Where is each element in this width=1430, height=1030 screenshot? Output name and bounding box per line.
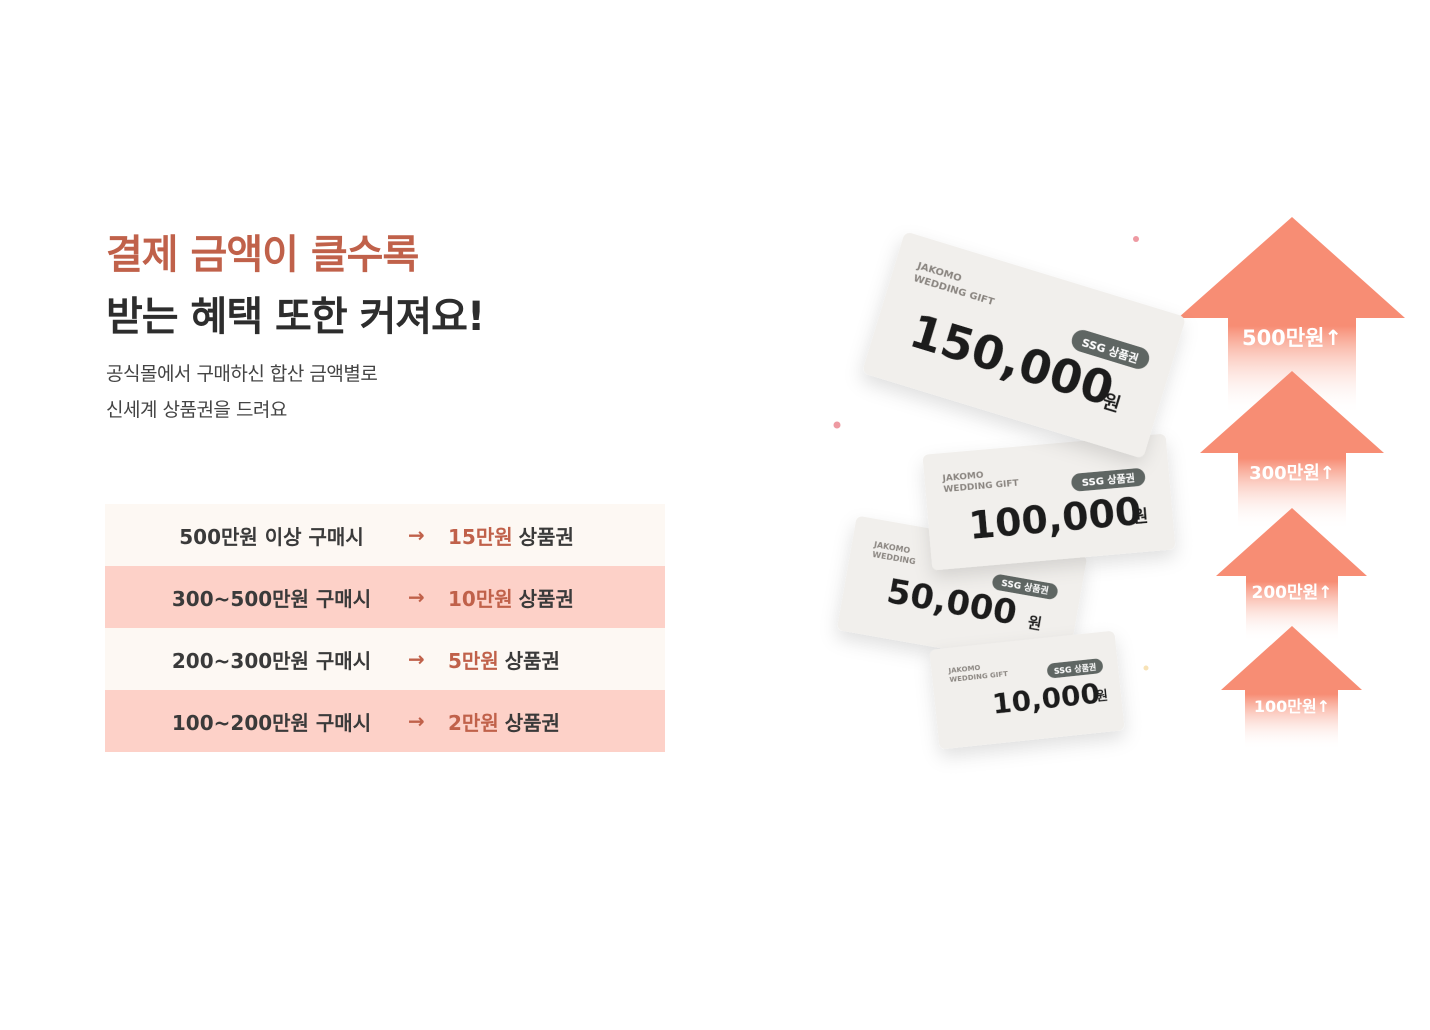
tier-amount: 15만원 bbox=[448, 524, 513, 549]
arrow-label: 300만원↑ bbox=[1249, 463, 1335, 484]
decor-dot bbox=[833, 421, 841, 429]
growth-arrow-300: 300만원↑ bbox=[1200, 371, 1384, 530]
tier-amount: 2만원 bbox=[448, 710, 499, 735]
description-line-2: 신세계 상품권을 드려요 bbox=[106, 399, 287, 421]
card-brand: JAKOMO bbox=[947, 664, 981, 675]
tier-condition: 100~200만원 구매시 bbox=[171, 710, 372, 735]
tier-reward-label: 상품권 bbox=[504, 710, 560, 735]
gift-card-100000: JAKOMO WEDDING GIFT SSG 상품권 100,000 원 bbox=[922, 434, 1176, 570]
tier-condition: 200~300만원 구매시 bbox=[171, 648, 372, 673]
description: 공식몰에서 구매하신 합산 금액별로 신세계 상품권을 드려요 bbox=[106, 356, 378, 428]
card-brand: JAKOMO bbox=[941, 471, 984, 485]
card-unit: 원 bbox=[1095, 689, 1108, 705]
headline-main: 받는 혜택 또한 커져요! bbox=[106, 294, 485, 340]
headline-accent: 결제 금액이 클수록 bbox=[106, 232, 419, 278]
decor-dot bbox=[1133, 236, 1139, 242]
tier-reward-label: 상품권 bbox=[518, 586, 574, 611]
tier-reward-label: 상품권 bbox=[518, 524, 574, 549]
card-unit: 원 bbox=[1132, 506, 1149, 527]
tier-amount: 5만원 bbox=[448, 648, 499, 673]
tier-amount: 10만원 bbox=[448, 586, 513, 611]
card-unit: 원 bbox=[1026, 613, 1043, 633]
gift-card-150000: JAKOMO WEDDING GIFT SSG 상품권 150,000 원 bbox=[863, 232, 1185, 458]
growth-arrow-200: 200만원↑ bbox=[1216, 508, 1367, 642]
arrow-label: 100만원↑ bbox=[1254, 697, 1330, 716]
tier-condition: 300~500만원 구매시 bbox=[171, 586, 372, 611]
tier-reward-label: 상품권 bbox=[504, 648, 560, 673]
arrow-label: 200만원↑ bbox=[1251, 583, 1332, 603]
arrow-label: 500만원↑ bbox=[1242, 326, 1342, 350]
gift-card-10000: JAKOMO WEDDING GIFT SSG 상품권 10,000 원 bbox=[929, 631, 1125, 749]
growth-arrow-500: 500만원↑ bbox=[1178, 217, 1405, 415]
card-badge: SSG 상품권 bbox=[1053, 662, 1096, 676]
decor-dot bbox=[1143, 665, 1149, 671]
card-unit: 원 bbox=[1100, 390, 1123, 416]
description-line-1: 공식몰에서 구매하신 합산 금액별로 bbox=[106, 363, 378, 385]
tier-condition: 500만원 이상 구매시 bbox=[179, 524, 364, 549]
growth-arrow-100: 100만원↑ bbox=[1221, 626, 1362, 750]
